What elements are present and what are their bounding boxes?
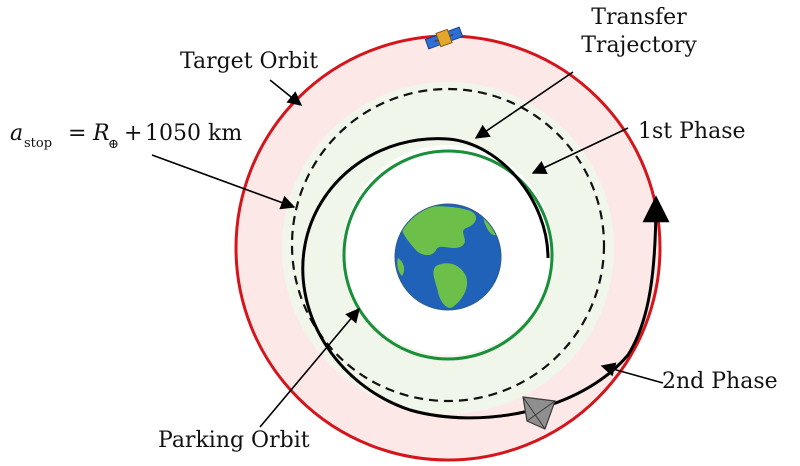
target-orbit-label: Target Orbit — [180, 49, 318, 74]
a-subscript: stop — [24, 136, 52, 151]
plus-sign: + — [124, 121, 142, 146]
a-stop-equation: a stop = R ⊕ + 1050 km — [10, 121, 242, 152]
earth-globe-icon — [394, 203, 502, 311]
spacecraft-icon — [522, 396, 556, 430]
parking-orbit-pointer — [259, 307, 360, 428]
a-stop-pointer — [151, 154, 296, 210]
transfer-trajectory-pointer — [474, 71, 574, 139]
satellite-icon — [424, 26, 464, 50]
second-phase-pointer — [600, 362, 664, 384]
first-phase-pointer — [531, 127, 629, 174]
second-phase-label: 2nd Phase — [662, 369, 778, 394]
parking-orbit-circle — [342, 149, 554, 361]
transfer-trajectory-spiral — [301, 137, 670, 420]
transfer-label-line2: Trajectory — [581, 33, 697, 58]
target-orbit-pointer — [269, 79, 303, 106]
first-phase-label: 1st Phase — [638, 119, 746, 144]
parking-orbit-label: Parking Orbit — [158, 428, 310, 453]
a-stop-dashed-circle — [290, 87, 606, 403]
transfer-label-line1: Transfer — [591, 5, 687, 30]
equals-sign: = — [68, 121, 86, 146]
r-subscript: ⊕ — [108, 137, 119, 152]
altitude-value: 1050 km — [145, 121, 242, 146]
r-symbol: R — [92, 121, 110, 146]
a-symbol: a — [10, 121, 23, 146]
